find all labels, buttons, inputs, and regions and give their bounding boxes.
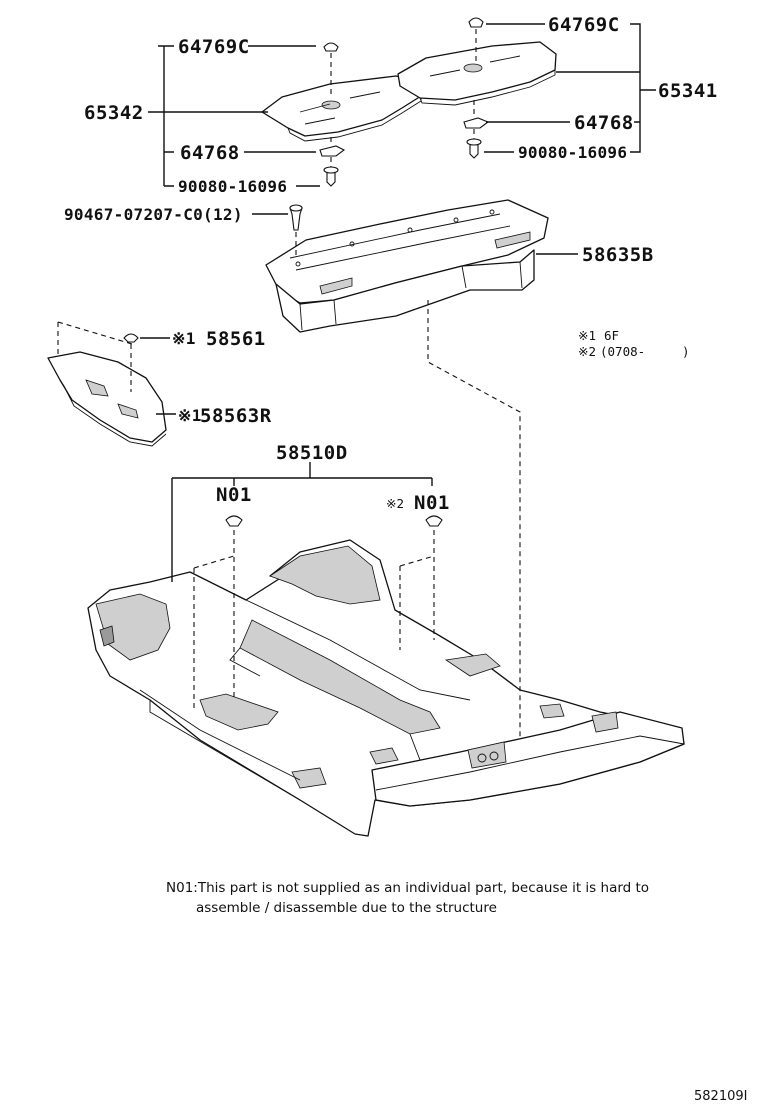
retainer-64768-right [463, 100, 490, 129]
screw-90080-left [323, 157, 339, 187]
insulator-pad-65341 [397, 41, 557, 106]
label-64768-right: 64768 [574, 112, 634, 134]
legend-text-2: (0708- [600, 344, 645, 359]
label-58510d: 58510D [276, 442, 348, 464]
clip-58561 [123, 333, 139, 392]
label-90080-right: 90080-16096 [518, 143, 627, 162]
label-58563r-mark: ※1 [178, 406, 202, 425]
diagram-code: 582109I [694, 1089, 747, 1104]
label-58561-mark: ※1 [172, 329, 196, 348]
leader-lines [140, 23, 656, 582]
screw-90080-right [466, 129, 482, 159]
label-90080-left: 90080-16096 [178, 177, 287, 196]
legend-mark-1: ※1 [578, 328, 596, 343]
tray-58635b [265, 199, 549, 333]
label-n01-right-mark: ※2 [386, 496, 404, 511]
footnote-line-1: N01:This part is not supplied as an indi… [166, 880, 649, 896]
label-58563r: 58563R [200, 405, 272, 427]
legend-text-1: 6F [604, 328, 619, 343]
clip-n01-right [425, 515, 443, 527]
clip-64769c-right [468, 17, 484, 62]
pad-58563r [47, 321, 167, 447]
label-58561: 58561 [206, 328, 266, 350]
label-90467: 90467-07207-C0(12) [64, 205, 243, 224]
legend-mark-2: ※2 [578, 344, 596, 359]
label-64769c-left: 64769C [178, 36, 250, 58]
floor-carpet-58510d [87, 530, 685, 837]
insulator-pad-65342 [261, 75, 422, 142]
label-65341: 65341 [658, 80, 718, 102]
label-64769c-right: 64769C [548, 14, 620, 36]
label-65342: 65342 [84, 102, 144, 124]
clip-n01-left [225, 515, 243, 527]
clip-64769c-left [323, 42, 339, 98]
tray-to-floor-guide [427, 300, 521, 740]
footnote-line-2: assemble / disassemble due to the struct… [196, 900, 497, 916]
legend: ※1 6F ※2 (0708- ) [578, 328, 690, 359]
label-n01-right: N01 [414, 492, 450, 514]
label-58635b: 58635B [582, 244, 654, 266]
retainer-64768-left [319, 137, 346, 157]
label-n01-left: N01 [216, 484, 252, 506]
clip-90467 [289, 204, 303, 256]
label-64768-left: 64768 [180, 142, 240, 164]
legend-close-2: ) [682, 344, 690, 359]
